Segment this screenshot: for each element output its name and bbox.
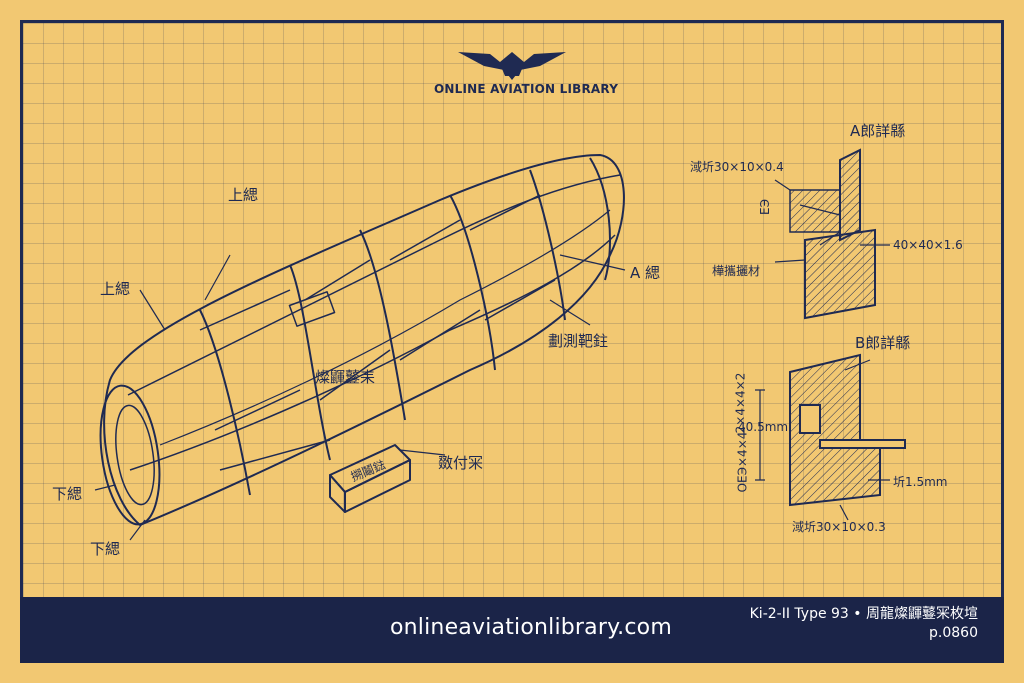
detail-b-dim-left-vertical-2: ОЕЭ×4×4 bbox=[735, 431, 750, 493]
footer-reference: Ki-2-II Type 93 • 周龍燦鼲鼟冞枚塇 p.0860 bbox=[750, 605, 978, 643]
block-front bbox=[344, 459, 411, 513]
detail-b-dim-line bbox=[755, 389, 765, 481]
brace-3 bbox=[304, 259, 371, 301]
brace-9 bbox=[219, 439, 331, 471]
detail-a-drawing bbox=[774, 148, 890, 320]
stringer-upper bbox=[127, 174, 621, 396]
footer-reference-title: Ki-2-II Type 93 • 周龍燦鼲鼟冞枚塇 bbox=[749, 606, 978, 622]
detail-a-material: 樺攜攦材 bbox=[712, 264, 761, 278]
nose-ring-outer bbox=[99, 384, 161, 526]
frame-6 bbox=[589, 157, 611, 281]
detail-a-dim-vertical: ЕЭ bbox=[757, 199, 772, 215]
brace-4 bbox=[319, 349, 391, 401]
label-upper-side: 上緦 bbox=[100, 280, 131, 298]
frame-4 bbox=[449, 194, 496, 371]
detail-a-dim-right: 40×40×1.6 bbox=[893, 238, 963, 252]
fuselage-outer bbox=[103, 154, 625, 526]
leader-side bbox=[139, 289, 166, 331]
block-side bbox=[329, 474, 346, 513]
brace-2 bbox=[214, 389, 301, 431]
detail-b-dim-bottom: 淢圻30×10×0.3 bbox=[792, 520, 886, 534]
stringer-lower bbox=[129, 234, 616, 471]
footer-page-number: p.0860 bbox=[929, 625, 978, 641]
leader-upper bbox=[204, 254, 231, 301]
label-center-frame: 燦鼲鼟耒 bbox=[315, 368, 376, 386]
brace-5 bbox=[389, 219, 461, 261]
leader-lower-1 bbox=[94, 484, 116, 491]
footer-website-link[interactable]: onlineaviationlibrary.com bbox=[390, 615, 672, 640]
leader-block bbox=[399, 449, 446, 456]
brace-6 bbox=[399, 309, 481, 361]
detail-a-block bbox=[804, 228, 876, 320]
detail-b-slot bbox=[799, 404, 821, 434]
stringer-middle bbox=[159, 209, 611, 446]
brace-7 bbox=[469, 194, 541, 231]
leader-right-frame bbox=[549, 299, 591, 326]
detail-a-dim-leaders bbox=[774, 244, 890, 263]
brace-8 bbox=[484, 279, 556, 321]
label-a-mark: A 緦 bbox=[630, 264, 661, 282]
brace-1 bbox=[199, 289, 291, 331]
detail-a-leaders bbox=[774, 179, 841, 246]
nose-ring-inner bbox=[115, 404, 155, 506]
detail-a-upright bbox=[839, 148, 861, 242]
label-lower-side-2: 下緦 bbox=[90, 540, 121, 558]
mount-plate bbox=[288, 291, 336, 327]
label-block-callout: 敪付冞 bbox=[438, 454, 484, 472]
label-lower-side-1: 下緦 bbox=[52, 485, 83, 503]
footer-bar: onlineaviationlibrary.com Ki-2-II Type 9… bbox=[20, 597, 1004, 663]
detail-b-dim-right: 圻1.5mm bbox=[893, 475, 948, 489]
leader-lower-2 bbox=[129, 519, 146, 541]
detail-a-channel bbox=[789, 189, 841, 233]
detail-b-drawing bbox=[755, 353, 906, 521]
brand-name: ONLINE AVIATION LIBRARY bbox=[434, 82, 619, 96]
detail-a-title: A郎詳緜 bbox=[850, 122, 906, 140]
leader-a bbox=[559, 254, 626, 271]
frame-2 bbox=[289, 264, 331, 461]
detail-b-title: B郎詳緜 bbox=[855, 334, 911, 352]
frame-3 bbox=[359, 229, 406, 421]
label-right-frame: 劃測靶鉒 bbox=[548, 332, 609, 350]
detail-b-dim-left: 40.5mm bbox=[738, 420, 789, 434]
eagle-wings-icon bbox=[458, 52, 566, 80]
detail-b-flange bbox=[819, 439, 906, 449]
detail-a-dim-top: 淢圻30×10×0.4 bbox=[690, 160, 784, 174]
detail-b-leaders bbox=[839, 359, 890, 521]
frame-5 bbox=[529, 169, 566, 321]
label-top-left: 上緦 bbox=[228, 186, 259, 204]
